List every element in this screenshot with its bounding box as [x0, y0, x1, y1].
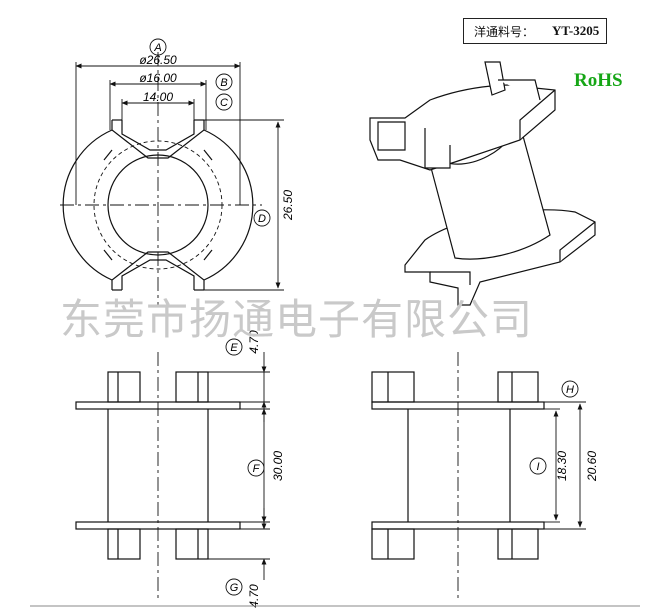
rohs-mark: RoHS: [574, 70, 623, 91]
part-number-box: 洋通料号： YT-3205: [463, 18, 607, 44]
isometric-view: [369, 61, 596, 306]
side-view-dimensions: [529, 380, 586, 530]
dim-b-callout: B: [220, 77, 227, 89]
dim-g-value: 4.70: [247, 584, 261, 608]
dim-g-callout: G: [230, 582, 239, 594]
dim-i-value: 18.30: [555, 451, 569, 481]
top-view-dimensions: [75, 38, 284, 291]
front-view: [75, 352, 241, 600]
dim-d-value: 26.50: [281, 190, 295, 221]
part-number-label: 洋通料号：: [474, 24, 535, 39]
dim-i-callout: I: [536, 461, 539, 473]
dim-c-callout: C: [220, 97, 228, 109]
side-view: [371, 352, 545, 600]
company-watermark: 东莞市扬通电子有限公司: [60, 295, 534, 344]
dim-f-callout: F: [253, 463, 261, 475]
dim-b-value: ø16.00: [139, 71, 177, 85]
part-number-value: YT-3205: [552, 23, 600, 38]
dim-h-callout: H: [566, 384, 574, 396]
dim-j-value: 20.60: [585, 451, 599, 482]
dim-d-callout: D: [258, 213, 266, 225]
dim-a-callout: A: [153, 42, 161, 54]
dim-f-value: 30.00: [271, 451, 285, 481]
dim-e-callout: E: [230, 342, 238, 354]
dim-e-value: 4.70: [247, 330, 261, 354]
top-view: [60, 52, 262, 305]
dim-c-value: 14.00: [143, 90, 173, 104]
front-view-dimensions: [208, 338, 270, 596]
dim-a-value: ø26.50: [139, 53, 177, 67]
